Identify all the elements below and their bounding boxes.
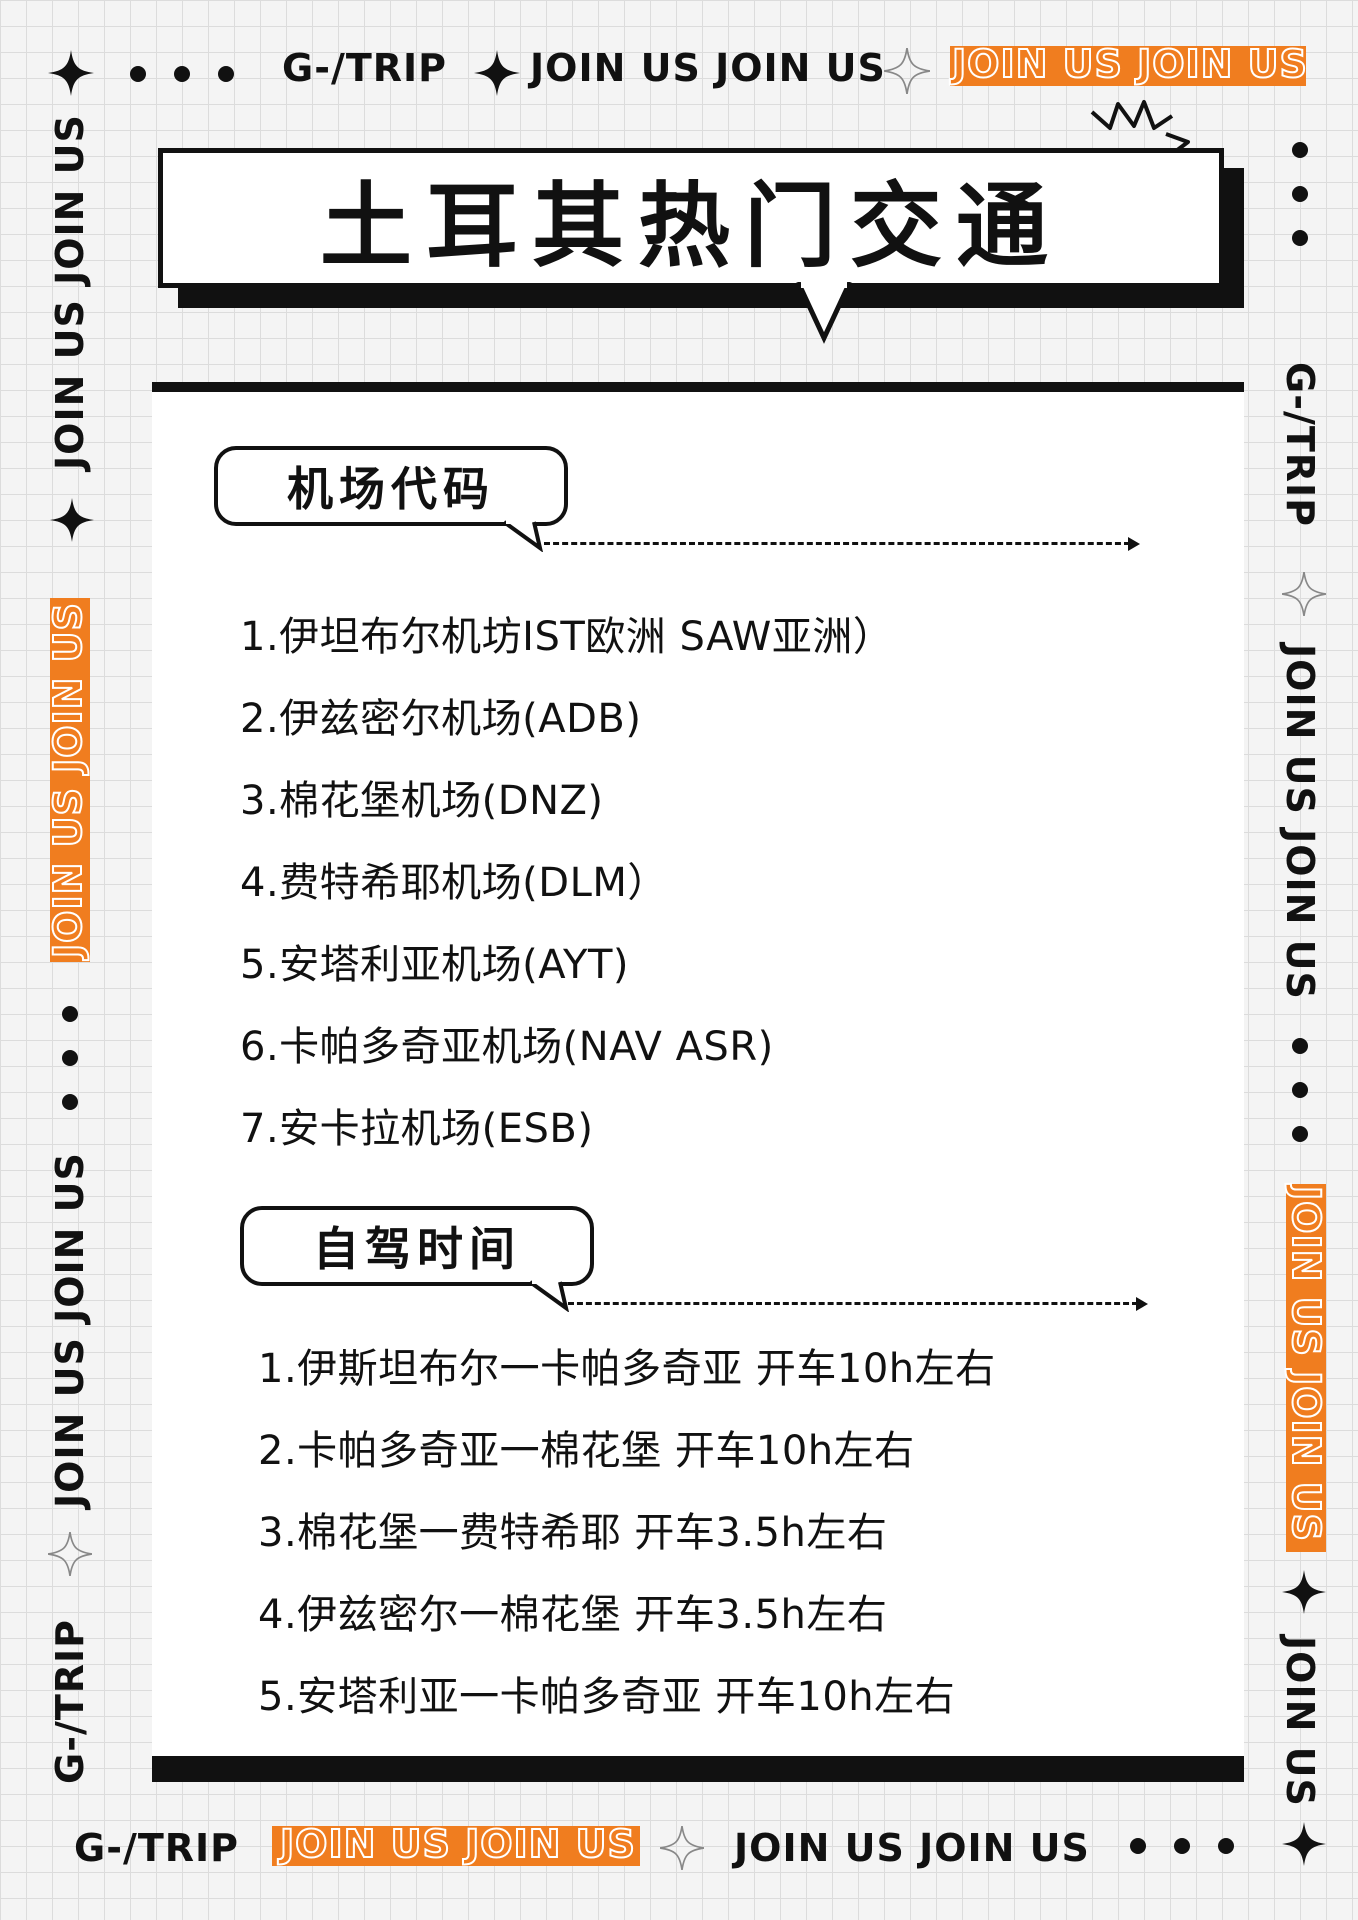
right-join-outline: JOIN US JOIN US — [1283, 1185, 1329, 1543]
dot-icon — [1292, 186, 1308, 202]
left-join-text-2: JOIN US JOIN US — [48, 1152, 92, 1508]
four-point-star-icon — [48, 50, 94, 96]
dot-icon — [1218, 1838, 1234, 1854]
right-join-text: JOIN US JOIN US — [1278, 644, 1322, 1000]
airport-item: 6.卡帕多奇亚机场(NAV ASR) — [240, 1024, 774, 1070]
section-label-airport-codes: 机场代码 — [214, 446, 568, 526]
airport-item: 4.费特希耶机场(DLM） — [240, 860, 668, 906]
left-join-outline: JOIN US JOIN US — [45, 601, 91, 959]
dot-icon — [1292, 230, 1308, 246]
header-brand: G-/TRIP — [282, 46, 448, 90]
section-label-driving-times: 自驾时间 — [240, 1206, 594, 1286]
title-bubble-tail — [795, 282, 853, 344]
section-tag-tail — [502, 520, 543, 552]
header-join-outline: JOIN US JOIN US — [951, 41, 1308, 87]
dot-icon — [62, 1006, 78, 1022]
dot-icon — [62, 1094, 78, 1110]
dashed-arrow-line — [568, 1302, 1138, 1305]
dot-icon — [218, 66, 234, 82]
airport-item: 7.安卡拉机场(ESB) — [240, 1106, 594, 1152]
dot-icon — [1174, 1838, 1190, 1854]
outline-sparkle-icon — [660, 1826, 704, 1870]
right-join-text-2: JOIN US — [1278, 1636, 1322, 1807]
outline-sparkle-icon — [48, 1532, 92, 1576]
dot-icon — [1130, 1838, 1146, 1854]
driving-item: 4.伊兹密尔一棉花堡 开车3.5h左右 — [258, 1592, 888, 1638]
page-title: 土耳其热门交通 — [319, 172, 1062, 280]
airport-item: 2.伊兹密尔机场(ADB) — [240, 696, 642, 742]
dot-icon — [174, 66, 190, 82]
right-join-outline-box — [1286, 1184, 1326, 1552]
title-box: 土耳其热门交通 — [158, 148, 1224, 288]
footer-join-text: JOIN US JOIN US — [734, 1826, 1090, 1870]
dot-icon — [62, 1050, 78, 1066]
dot-icon — [130, 66, 146, 82]
arrow-head-icon — [1128, 537, 1140, 551]
footer-join-outline: JOIN US JOIN US — [279, 1821, 636, 1867]
airport-item: 5.安塔利亚机场(AYT) — [240, 942, 629, 988]
arrow-head-icon — [1136, 1297, 1148, 1311]
footer-join-outline-box — [272, 1826, 640, 1866]
panel-bottom-rule — [152, 1756, 1244, 1782]
header-join-text: JOIN US JOIN US — [530, 46, 886, 90]
content-panel — [152, 382, 1244, 1762]
panel-top-rule — [152, 382, 1244, 392]
four-point-star-icon — [1282, 1822, 1326, 1866]
dot-icon — [1292, 1126, 1308, 1142]
right-brand: G-/TRIP — [1278, 362, 1322, 528]
driving-item: 5.安塔利亚一卡帕多奇亚 开车10h左右 — [258, 1674, 956, 1720]
dot-icon — [1292, 1082, 1308, 1098]
airport-item: 1.伊坦布尔机坊IST欧洲 SAW亚洲） — [240, 614, 894, 660]
left-join-text: JOIN US JOIN US — [48, 114, 92, 470]
outline-sparkle-icon — [1282, 572, 1326, 616]
left-join-outline-box — [50, 598, 90, 962]
outline-sparkle-icon — [884, 48, 930, 94]
dot-icon — [1292, 1038, 1308, 1054]
footer-brand: G-/TRIP — [74, 1826, 240, 1870]
driving-item: 3.棉花堡一费特希耶 开车3.5h左右 — [258, 1510, 888, 1556]
airport-item: 3.棉花堡机场(DNZ) — [240, 778, 604, 824]
driving-item: 1.伊斯坦布尔一卡帕多奇亚 开车10h左右 — [258, 1346, 996, 1392]
dot-icon — [1292, 142, 1308, 158]
four-point-star-icon — [474, 50, 520, 96]
dashed-arrow-line — [544, 542, 1130, 545]
section-tag-tail — [528, 1280, 569, 1312]
header-join-outline-box — [950, 46, 1306, 86]
four-point-star-icon — [50, 498, 94, 542]
driving-item: 2.卡帕多奇亚一棉花堡 开车10h左右 — [258, 1428, 915, 1474]
left-brand: G-/TRIP — [48, 1618, 92, 1784]
four-point-star-icon — [1282, 1570, 1326, 1614]
